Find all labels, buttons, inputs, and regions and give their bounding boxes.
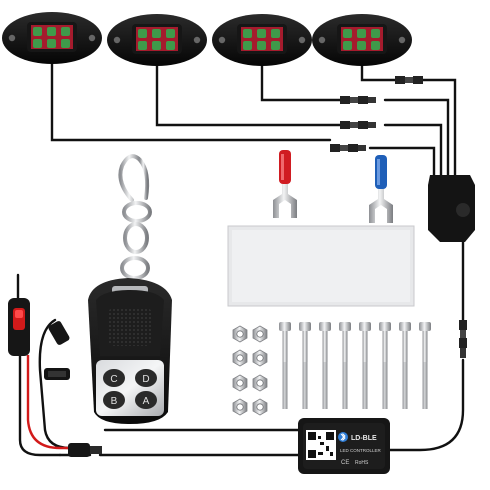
- light-pod: [2, 12, 102, 64]
- remote-button-label: D: [142, 374, 149, 385]
- remote-button-label: B: [111, 396, 118, 407]
- hex-bolts: [279, 322, 431, 409]
- power-plug: [68, 443, 102, 457]
- keychain-clip: [118, 154, 152, 280]
- light-pod: [312, 14, 412, 66]
- hex-nuts: [232, 325, 268, 416]
- controller-sub-text: LED CONTROLLER: [340, 448, 382, 453]
- light-pod: [212, 14, 312, 66]
- remote-button-label: A: [143, 396, 150, 407]
- remote-button: C: [103, 369, 125, 387]
- remote-button: D: [135, 369, 157, 387]
- remote-button: B: [103, 391, 125, 409]
- controller-brand-text: LD-BLE: [351, 435, 377, 442]
- qr-code-icon: [306, 430, 336, 460]
- remote-button-label: C: [110, 374, 117, 385]
- adhesive-pad: [227, 225, 415, 307]
- blue-spade-terminal: [369, 155, 393, 223]
- controller-ce-mark: CE: [341, 460, 349, 466]
- light-pod: [107, 14, 207, 66]
- inline-switch: [8, 298, 30, 356]
- fuse-holder: [44, 321, 70, 380]
- bluetooth-controller: LD-BLE LED CONTROLLER CE RoHS: [298, 418, 390, 474]
- splitter-hub: [428, 175, 475, 242]
- remote-control: C D B A: [88, 278, 172, 424]
- red-spade-terminal: [273, 150, 297, 218]
- remote-button: A: [135, 391, 157, 409]
- controller-rohs-mark: RoHS: [355, 460, 369, 466]
- bluetooth-icon: [338, 432, 348, 442]
- wire-harness: [16, 48, 465, 457]
- red-power-wire: [26, 355, 70, 450]
- cable-connectors: [330, 76, 467, 358]
